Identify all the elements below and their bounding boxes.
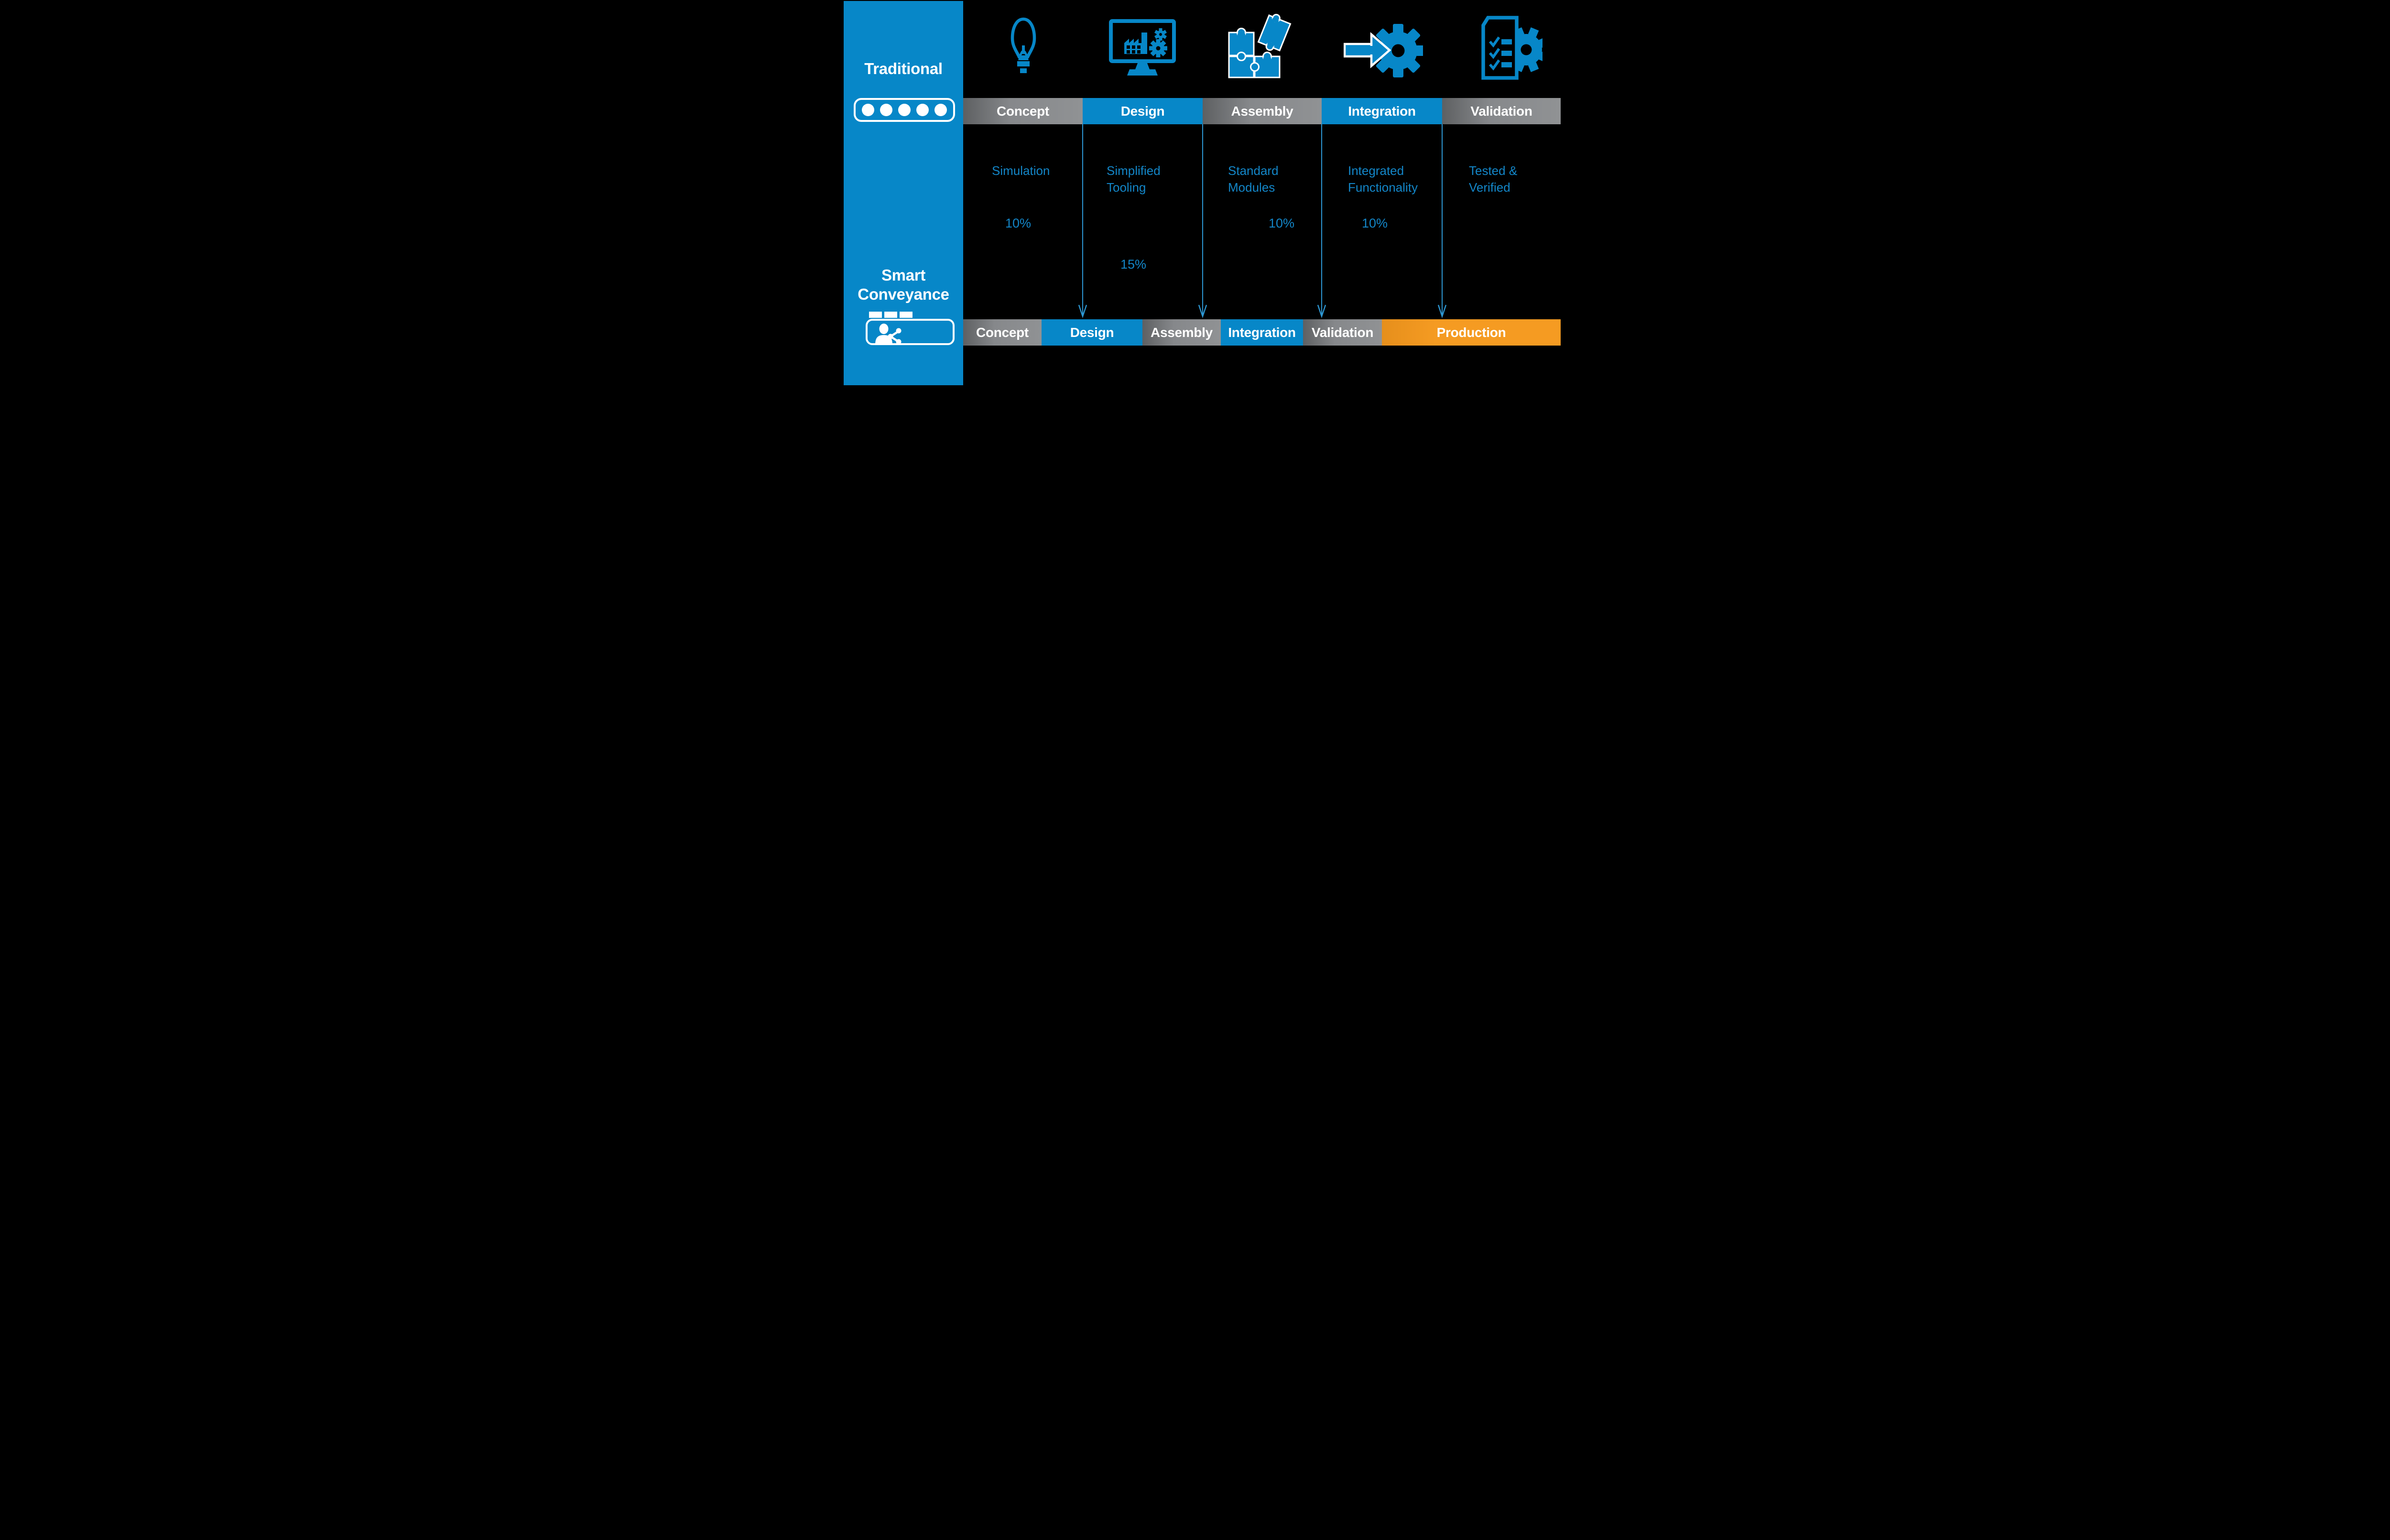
large-gear-glyph: [1149, 39, 1167, 57]
checklist-glyph: [1488, 36, 1512, 71]
process-comparison-diagram: Traditional Smart Conveyance: [829, 0, 1561, 385]
lightbulb-icon: [1010, 17, 1036, 73]
down-arrow-production: [1437, 124, 1447, 318]
bottom-segment-production: Production: [1382, 319, 1561, 346]
sidebar: Traditional Smart Conveyance: [844, 1, 963, 385]
annotation-design-percent: 15%: [1120, 257, 1147, 271]
top-segment-design: Design: [1083, 98, 1203, 124]
annotation-design: Simplified Tooling: [1107, 163, 1161, 195]
annotation-assembly: Standard Modules: [1228, 163, 1279, 195]
person-share-icon: [866, 319, 955, 345]
annotation-assembly-percent: 10%: [1269, 216, 1295, 230]
monitor-factory-gears-icon: [1109, 19, 1176, 76]
bottom-segment-design: Design: [1042, 319, 1142, 346]
belt-segments-icon: [869, 312, 913, 318]
small-gear-glyph: [1154, 28, 1167, 41]
traditional-title: Traditional: [864, 60, 943, 77]
puzzle-pieces-icon: [1228, 13, 1292, 78]
smart-conveyance-title: Smart Conveyance: [858, 266, 949, 303]
roller-dot: [862, 104, 874, 116]
document-glyph: [1481, 16, 1519, 80]
annotation-concept: Simulation: [992, 163, 1050, 178]
top-segment-concept: Concept: [963, 98, 1083, 124]
gear-glyph: [1371, 24, 1423, 77]
belt-dash: [869, 312, 882, 318]
annotation-validation: Tested & Verified: [1469, 163, 1518, 195]
bottom-segment-assembly: Assembly: [1142, 319, 1221, 346]
roller-dot: [880, 104, 892, 116]
bottom-segment-validation: Validation: [1303, 319, 1382, 346]
bottom-segment-integration: Integration: [1221, 319, 1303, 346]
roller-dot: [934, 104, 947, 116]
conveyor-rollers-icon: [854, 98, 955, 122]
belt-dash: [884, 312, 897, 318]
annotation-concept-percent: 10%: [1005, 216, 1032, 230]
top-segment-assembly: Assembly: [1203, 98, 1322, 124]
checklist-document-gear-icon: [1481, 16, 1543, 80]
down-arrow-design: [1078, 124, 1087, 318]
down-arrow-assembly: [1198, 124, 1207, 318]
person-share-glyph: [875, 324, 902, 345]
top-segment-integration: Integration: [1322, 98, 1442, 124]
bottom-segment-concept: Concept: [963, 319, 1042, 346]
arrow-into-gear-icon: [1344, 24, 1423, 77]
down-arrow-validation: [1317, 124, 1326, 318]
annotation-integration-percent: 10%: [1362, 216, 1388, 230]
annotation-integration: Integrated Functionality: [1348, 163, 1418, 195]
top-segment-validation: Validation: [1442, 98, 1561, 124]
roller-dot: [898, 104, 911, 116]
roller-dot: [916, 104, 929, 116]
arrow-glyph: [1344, 32, 1391, 68]
belt-dash: [900, 312, 913, 318]
